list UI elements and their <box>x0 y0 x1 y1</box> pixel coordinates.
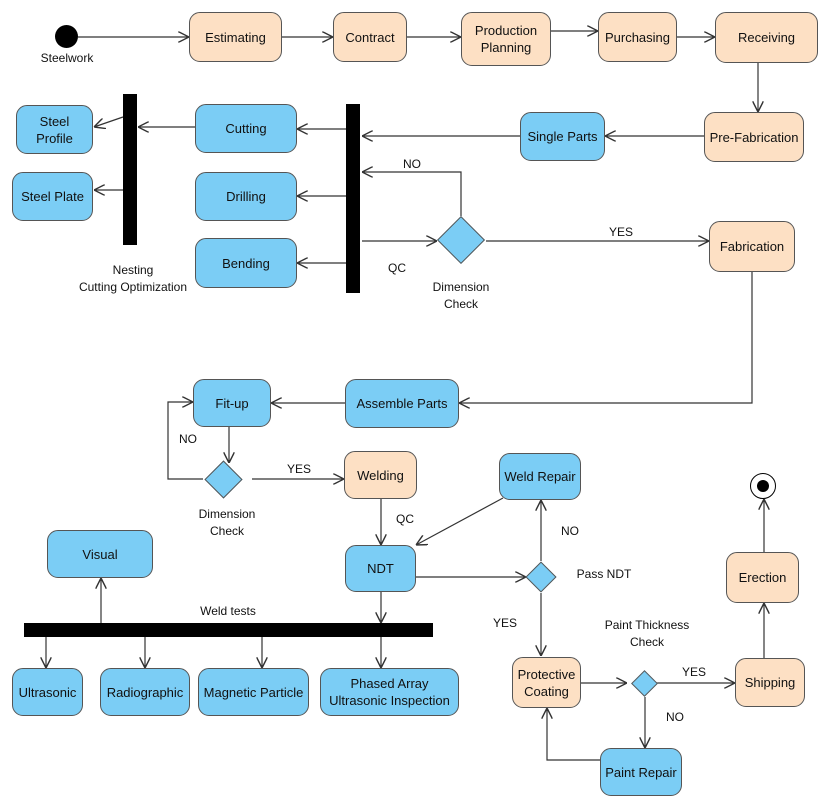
fork-bar-nesting <box>123 94 137 245</box>
node-assemble-parts[interactable]: Assemble Parts <box>345 379 459 428</box>
label-no-1: NO <box>403 157 421 171</box>
label-dimension-check-2: Dimension Check <box>198 507 256 538</box>
fork-bar-machining <box>346 104 360 293</box>
label-yes-2: YES <box>286 462 311 476</box>
node-protective-coating[interactable]: Protective Coating <box>512 657 581 708</box>
label-dimension-check-1: Dimension Check <box>432 280 490 311</box>
label-weld-tests: Weld tests <box>200 604 256 618</box>
edge-dimcheck2-no <box>167 402 203 480</box>
final-node <box>750 473 776 499</box>
node-fabrication[interactable]: Fabrication <box>709 221 795 272</box>
fork-bar-weld-tests <box>24 623 433 637</box>
label-yes-1: YES <box>608 225 633 239</box>
node-contract[interactable]: Contract <box>333 12 407 62</box>
label-steelwork: Steelwork <box>40 51 94 65</box>
label-qc-1: QC <box>388 261 406 275</box>
node-pre-fabrication[interactable]: Pre-Fabrication <box>704 112 804 162</box>
node-estimating[interactable]: Estimating <box>189 12 282 62</box>
label-pass-ndt: Pass NDT <box>576 567 632 581</box>
node-receiving[interactable]: Receiving <box>715 12 818 63</box>
edge-fabrication-assemble <box>459 272 753 403</box>
node-production-planning[interactable]: Production Planning <box>461 12 551 66</box>
node-phased-array[interactable]: Phased Array Ultrasonic Inspection <box>320 668 459 716</box>
initial-node <box>55 25 78 48</box>
node-ultrasonic[interactable]: Ultrasonic <box>12 668 83 716</box>
node-visual[interactable]: Visual <box>47 530 153 578</box>
edge-dimcheck-no <box>362 172 462 216</box>
node-steel-profile[interactable]: Steel Profile <box>16 105 93 154</box>
label-yes-4: YES <box>681 665 706 679</box>
node-steel-plate[interactable]: Steel Plate <box>12 172 93 221</box>
node-erection[interactable]: Erection <box>726 552 799 603</box>
edge-paintrepair-coating <box>547 708 600 761</box>
node-radiographic[interactable]: Radiographic <box>100 668 190 716</box>
label-nesting: Nesting Cutting Optimization <box>78 263 188 294</box>
node-weld-repair[interactable]: Weld Repair <box>499 453 581 500</box>
label-no-2: NO <box>179 432 197 446</box>
node-purchasing[interactable]: Purchasing <box>598 12 677 62</box>
edge-nesting-profile <box>94 116 124 127</box>
node-paint-repair[interactable]: Paint Repair <box>600 748 682 796</box>
node-magnetic-particle[interactable]: Magnetic Particle <box>198 668 309 716</box>
final-node-core <box>757 480 769 492</box>
node-single-parts[interactable]: Single Parts <box>520 112 605 161</box>
label-qc-2: QC <box>396 512 414 526</box>
node-drilling[interactable]: Drilling <box>195 172 297 221</box>
edge-weldrepair-ndt <box>416 497 504 545</box>
label-yes-3: YES <box>492 616 517 630</box>
label-no-4: NO <box>666 710 684 724</box>
node-ndt[interactable]: NDT <box>345 545 416 592</box>
node-cutting[interactable]: Cutting <box>195 104 297 153</box>
label-paint-thickness-check: Paint Thickness Check <box>604 618 690 649</box>
node-fit-up[interactable]: Fit-up <box>193 379 271 427</box>
node-shipping[interactable]: Shipping <box>735 658 805 707</box>
node-welding[interactable]: Welding <box>344 451 417 499</box>
node-bending[interactable]: Bending <box>195 238 297 288</box>
label-no-3: NO <box>561 524 579 538</box>
